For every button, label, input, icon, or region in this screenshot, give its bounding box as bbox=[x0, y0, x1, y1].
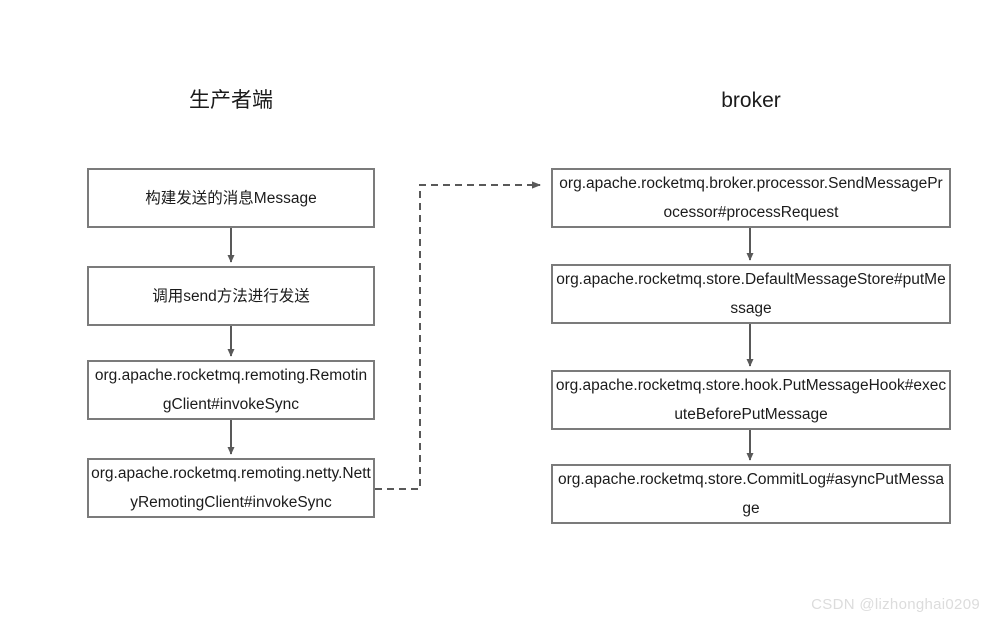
node-remoting-client[interactable]: org.apache.rocketmq.remoting.RemotingCli… bbox=[87, 360, 375, 420]
column-title-producer: 生产者端 bbox=[189, 89, 273, 112]
column-title-broker: broker bbox=[721, 89, 781, 112]
node-label: 调用send方法进行发送 bbox=[152, 287, 310, 305]
node-label: org.apache.rocketmq.store.hook.PutMessag… bbox=[555, 377, 947, 423]
node-put-message-hook[interactable]: org.apache.rocketmq.store.hook.PutMessag… bbox=[551, 370, 951, 430]
node-label: org.apache.rocketmq.remoting.RemotingCli… bbox=[94, 367, 368, 413]
node-label: 构建发送的消息Message bbox=[145, 189, 317, 207]
node-label: org.apache.rocketmq.remoting.netty.Netty… bbox=[91, 465, 371, 511]
watermark: CSDN @lizhonghai0209 bbox=[811, 596, 980, 613]
node-call-send[interactable]: 调用send方法进行发送 bbox=[87, 266, 375, 326]
node-build-message[interactable]: 构建发送的消息Message bbox=[87, 168, 375, 228]
node-netty-remoting-client[interactable]: org.apache.rocketmq.remoting.netty.Netty… bbox=[87, 458, 375, 518]
node-label: org.apache.rocketmq.store.DefaultMessage… bbox=[556, 271, 946, 317]
node-send-message-processor[interactable]: org.apache.rocketmq.broker.processor.Sen… bbox=[551, 168, 951, 228]
node-label: org.apache.rocketmq.store.CommitLog#asyn… bbox=[558, 471, 944, 517]
node-default-message-store[interactable]: org.apache.rocketmq.store.DefaultMessage… bbox=[551, 264, 951, 324]
node-commit-log[interactable]: org.apache.rocketmq.store.CommitLog#asyn… bbox=[551, 464, 951, 524]
node-label: org.apache.rocketmq.broker.processor.Sen… bbox=[559, 175, 943, 221]
connector-producer-to-broker bbox=[375, 181, 541, 490]
